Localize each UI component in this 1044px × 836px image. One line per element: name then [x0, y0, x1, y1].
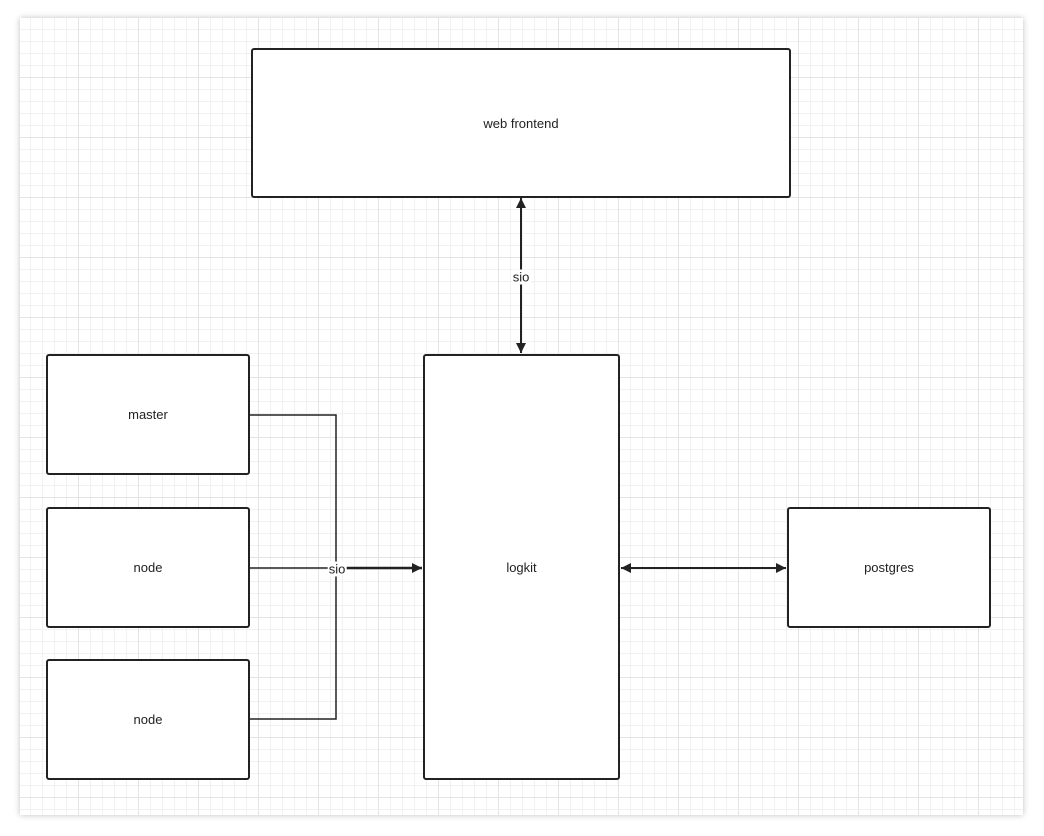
edge-label-workers-logkit: sio — [327, 561, 347, 577]
postgres-label: postgres — [864, 560, 914, 575]
web-frontend-label: web frontend — [483, 115, 559, 131]
node-box-2[interactable]: node — [46, 659, 250, 780]
edge-label-frontend-logkit: sio — [511, 269, 531, 285]
node-label-1: node — [133, 560, 163, 575]
web-frontend-box[interactable]: web frontend — [251, 48, 791, 198]
logkit-box[interactable]: logkit — [423, 354, 620, 780]
node-box-1[interactable]: node — [46, 507, 250, 628]
logkit-label: logkit — [506, 559, 537, 575]
postgres-box[interactable]: postgres — [787, 507, 991, 628]
master-label: master — [128, 407, 168, 422]
edge-master-logkit — [250, 414, 337, 568]
master-box[interactable]: master — [46, 354, 250, 475]
node-label-2: node — [133, 712, 163, 727]
edge-node-2-logkit — [250, 568, 337, 720]
